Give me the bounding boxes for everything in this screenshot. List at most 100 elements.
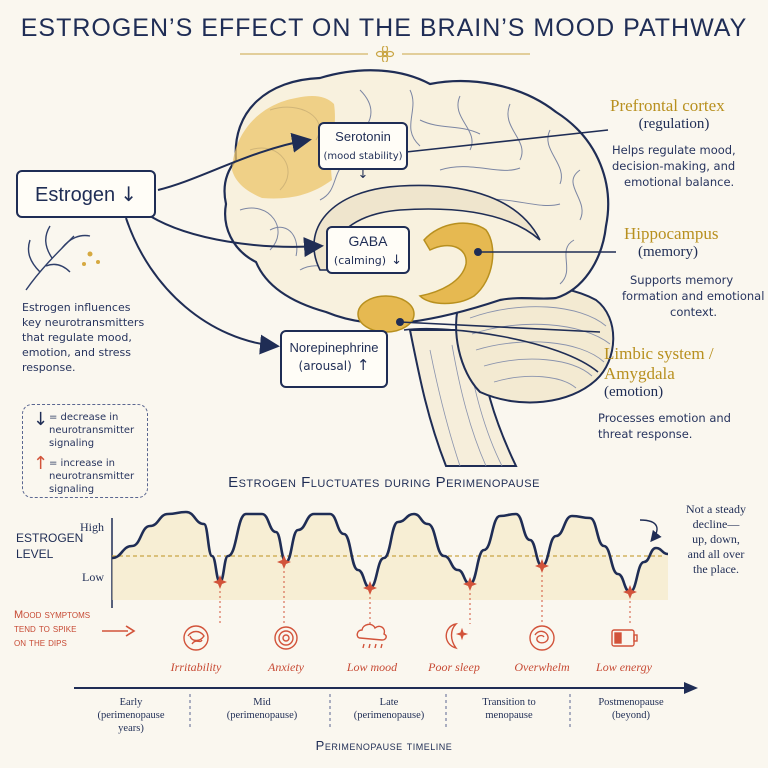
gaba-detail: (calming) [333, 254, 387, 267]
stage-line: Mid [253, 697, 271, 708]
symptom-low-energy: Low energy [596, 660, 652, 674]
gaba-box: GABA (calming) ↓ [326, 226, 410, 274]
limbic-desc-line: threat response. [598, 427, 693, 441]
hippocampus-label: Hippocampus (memory) [624, 224, 764, 261]
limbic-desc: Processes emotion and threat response. [598, 410, 758, 442]
page-title: ESTROGEN’S EFFECT ON THE BRAIN’S MOOD PA… [20, 14, 748, 42]
serotonin-name: Serotonin [335, 129, 391, 144]
symptoms-note-line: Mood symptoms [14, 609, 91, 621]
y-tick-high: High [80, 520, 104, 534]
serotonin-arrow: ↓ [357, 167, 369, 182]
stage-late: Late (perimenopause) [334, 696, 444, 722]
annotation-line: Not a steady [686, 502, 746, 516]
annotation-line: and all over [687, 547, 745, 561]
limbic-sub: (emotion) [604, 384, 664, 400]
serotonin-detail: (mood stability) [323, 151, 403, 162]
dip-marker [277, 555, 291, 569]
estrogen-curve [111, 510, 669, 594]
prefrontal-desc-line: decision-making, and [612, 159, 736, 173]
symptoms-arrow-icon [102, 625, 136, 637]
note-line: response. [22, 361, 76, 374]
estrogen-note: Estrogen influences key neurotransmitter… [22, 300, 172, 375]
note-line: key neurotransmitters [22, 316, 145, 329]
stage-mid: Mid (perimenopause) [204, 696, 320, 722]
prefrontal-label: Prefrontal cortex (regulation) [610, 96, 760, 133]
annotation-line: the place. [693, 562, 739, 576]
hippocampus-sub: (memory) [638, 244, 698, 260]
stage-early: Early (perimenopause years) [76, 696, 186, 735]
limbic-title-2: Amygdala [604, 364, 675, 383]
norepinephrine-arrow: ↑ [356, 356, 370, 374]
hippocampus-title: Hippocampus [624, 224, 719, 243]
low-battery-icon [611, 629, 638, 647]
estrogen-arrow: ↓ [120, 182, 137, 206]
stage-line: Transition to [482, 697, 536, 708]
legend-line: neurotransmitter [49, 425, 135, 436]
norepinephrine-box: Norepinephrine (arousal) ↑ [280, 330, 388, 388]
norepinephrine-name: Norepinephrine [289, 340, 379, 355]
hippocampus-desc-line: Supports memory [630, 273, 734, 287]
limbic-label: Limbic system / Amygdala (emotion) [604, 344, 764, 401]
note-line: emotion, and stress [22, 346, 132, 359]
y-axis-label-line: LEVEL [16, 547, 54, 561]
stage-postmenopause: Postmenopause (beyond) [576, 696, 686, 722]
symptom-anxiety: Anxiety [268, 660, 304, 674]
hippocampus-desc-line: formation and emotional [622, 289, 765, 303]
prefrontal-sub: (regulation) [638, 116, 710, 132]
stage-line: Postmenopause [598, 697, 664, 708]
norepinephrine-detail: (arousal) [298, 359, 352, 373]
dip-marker [535, 559, 549, 573]
dip-marker [363, 581, 377, 595]
y-axis-label: ESTROGEN LEVEL [16, 530, 83, 562]
prefrontal-desc-line: Helps regulate mood, [612, 143, 736, 157]
x-axis-label: Perimenopause timeline [315, 738, 453, 753]
decrease-arrow-icon: ↓ [33, 409, 49, 430]
dip-marker [213, 575, 227, 589]
legend-line: neurotransmitter [49, 471, 135, 482]
legend-line: signaling [49, 438, 95, 449]
legend-line: = increase in [49, 458, 116, 469]
estrogen-label: Estrogen [35, 184, 116, 206]
y-tick-low: Low [82, 570, 104, 584]
overwhelm-icon [529, 625, 555, 651]
prefrontal-desc: Helps regulate mood, decision-making, an… [612, 142, 764, 190]
symptom-low-mood: Low mood [346, 660, 398, 674]
stage-line: years) [118, 723, 144, 734]
stage-line: (beyond) [612, 710, 650, 721]
limbic-title-1: Limbic system / [604, 344, 714, 363]
moon-icon [445, 622, 469, 650]
prefrontal-title: Prefrontal cortex [610, 96, 725, 115]
stage-line: (perimenopause) [353, 710, 425, 721]
serotonin-box: Serotonin (mood stability) ↓ [318, 122, 408, 182]
dip-marker [463, 577, 477, 591]
symptom-irritability: Irritability [170, 660, 222, 674]
increase-arrow-icon: ↑ [33, 453, 49, 474]
estrogen-box: Estrogen ↓ [16, 170, 156, 218]
stage-line: Late [379, 697, 399, 708]
prefrontal-desc-line: emotional balance. [624, 175, 735, 189]
stage-line: (perimenopause) [226, 710, 298, 721]
hippocampus-desc-line: context. [670, 305, 717, 319]
legend-line: = decrease in [49, 412, 119, 423]
gaba-name: GABA [348, 233, 388, 249]
estrogen-chart [111, 510, 669, 624]
symptom-icons [183, 622, 638, 651]
stage-line: Early [119, 697, 143, 708]
dip-marker [623, 585, 637, 599]
annotation-line: up, down, [692, 532, 740, 546]
symptom-overwhelm: Overwhelm [514, 660, 570, 674]
fluctuation-annotation: Not a steady decline— up, down, and all … [664, 502, 768, 577]
stage-transition: Transition to menopause [452, 696, 566, 722]
gaba-arrow: ↓ [391, 253, 403, 268]
legend-decrease-text: = decrease in neurotransmitter signaling [49, 411, 145, 450]
legend-box: ↓ = decrease in neurotransmitter signali… [22, 404, 148, 498]
symptoms-note: Mood symptoms tend to spike on the dips [14, 608, 90, 650]
irritability-icon [183, 625, 209, 651]
stage-line: (perimenopause [97, 710, 165, 721]
note-line: that regulate mood, [22, 331, 132, 344]
stage-line: menopause [485, 710, 533, 721]
y-axis-label-line: ESTROGEN [16, 531, 84, 545]
chart-title: Estrogen Fluctuates during Perimenopause [228, 474, 540, 491]
anxiety-icon [274, 626, 298, 650]
timeline-axis [74, 682, 698, 730]
